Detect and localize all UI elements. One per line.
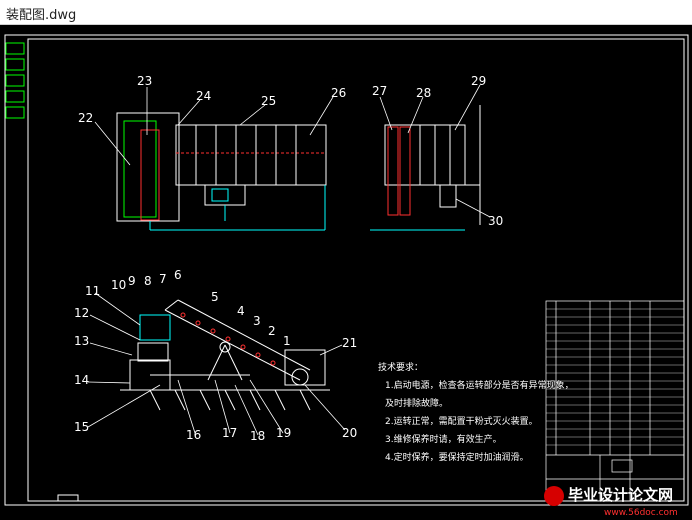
front-view: [120, 299, 330, 411]
watermark-text: 毕业设计论文网: [568, 486, 673, 504]
part-label-6: 6: [174, 268, 182, 282]
part-label-4: 4: [237, 304, 245, 318]
part-label-5: 5: [211, 290, 219, 304]
watermark-url: www.56doc.com: [604, 508, 678, 518]
parts-list-rows: [546, 308, 684, 446]
part-label-8: 8: [144, 274, 152, 288]
left-margin-strip: [5, 42, 25, 119]
tech-req-item-2: 及时排除故障。: [385, 397, 448, 409]
part-label-27: 27: [372, 84, 387, 98]
part-label-24: 24: [196, 89, 211, 103]
part-label-14: 14: [74, 373, 89, 387]
cad-drawing: 23 24 25 26 22 27 28 29 30 1 2 3 4 5 6 7…: [4, 34, 689, 506]
tech-req-item-1: 1.启动电源，检查各运转部分是否有异常现象，: [385, 379, 574, 391]
part-label-22: 22: [78, 111, 93, 125]
outer-frame: [4, 34, 689, 506]
part-label-13: 13: [74, 334, 89, 348]
leader-lines: [87, 84, 491, 436]
part-label-18: 18: [250, 429, 265, 443]
part-label-7: 7: [159, 272, 167, 286]
part-label-23: 23: [137, 74, 152, 88]
tech-req-item-5: 4.定时保养，要保持定时加油润滑。: [385, 451, 529, 463]
window-titlebar: 装配图.dwg: [0, 0, 692, 25]
part-label-11: 11: [85, 284, 100, 298]
part-label-20: 20: [342, 426, 357, 440]
part-label-25: 25: [261, 94, 276, 108]
part-label-3: 3: [253, 314, 261, 328]
top-view-main: [116, 112, 327, 231]
parts-list-table: [545, 300, 685, 502]
part-label-10: 10: [111, 278, 126, 292]
part-label-28: 28: [416, 86, 431, 100]
part-label-2: 2: [268, 324, 276, 338]
side-view: [370, 105, 481, 231]
part-label-15: 15: [74, 420, 89, 434]
tech-req-item-3: 2.运转正常，需配置干粉式灭火装置。: [385, 415, 538, 427]
part-label-26: 26: [331, 86, 346, 100]
watermark: 毕业设计论文网 www.56doc.com: [544, 486, 678, 518]
tech-req-item-4: 3.维修保养时请，有效生产。: [385, 433, 502, 445]
part-label-30: 30: [488, 214, 503, 228]
part-label-1: 1: [283, 334, 291, 348]
part-label-12: 12: [74, 306, 89, 320]
inner-frame: [27, 38, 685, 502]
part-label-9: 9: [128, 274, 136, 288]
part-label-29: 29: [471, 74, 486, 88]
drawing-canvas[interactable]: 23 24 25 26 22 27 28 29 30 1 2 3 4 5 6 7…: [0, 25, 692, 520]
part-label-21: 21: [342, 336, 357, 350]
part-label-19: 19: [276, 426, 291, 440]
part-label-16: 16: [186, 428, 201, 442]
watermark-logo-icon: [544, 486, 564, 506]
scale-box: [57, 494, 79, 502]
document-title: 装配图.dwg: [6, 8, 77, 23]
tech-req-title: 技术要求：: [378, 361, 423, 373]
part-label-17: 17: [222, 426, 237, 440]
